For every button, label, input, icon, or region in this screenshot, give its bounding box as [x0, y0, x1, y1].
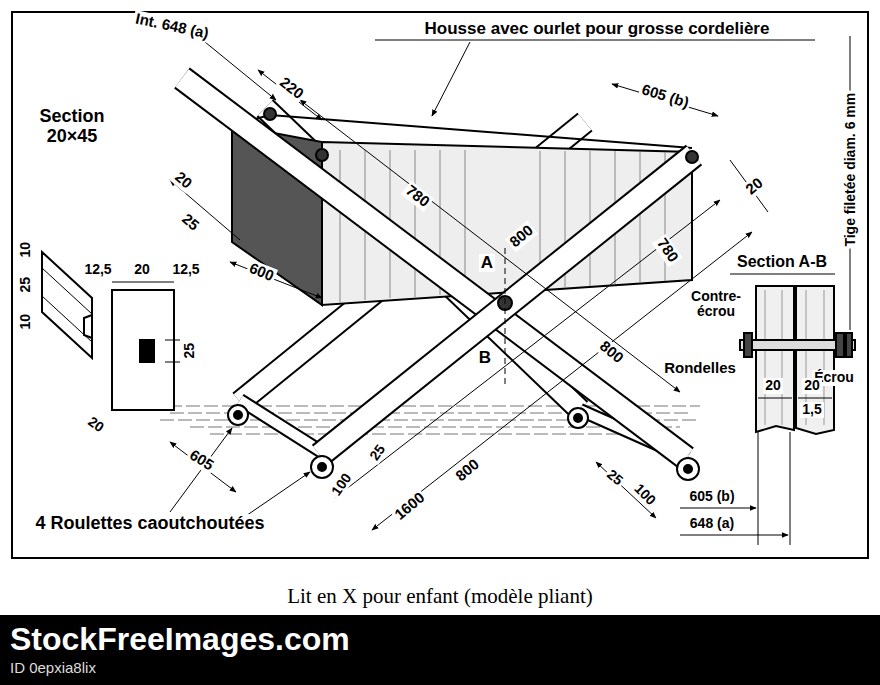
watermark: ID 0epxia8lix	[8, 660, 98, 677]
dimension-label: 648 (a)	[688, 516, 736, 531]
dimension-label: Housse avec ourlet pour grosse cordelièr…	[423, 20, 772, 39]
dimension-label: Tige filetée diam. 6 mm	[843, 91, 858, 249]
dimension-label: 20	[802, 378, 822, 393]
dimension-label: 20	[763, 378, 783, 393]
dimension-label: 20	[132, 262, 152, 277]
dimension-label: 4 Roulettes caoutchoutées	[33, 514, 266, 534]
dimension-label: A	[479, 254, 495, 273]
profile-detail	[42, 252, 180, 410]
dimension-label: 25	[18, 275, 33, 295]
dimension-label: Contre-écrou	[680, 289, 752, 320]
dimension-label: 12,5	[82, 262, 113, 277]
bolts-and-wheels	[228, 108, 699, 480]
watermark-bar	[0, 615, 880, 685]
dimension-label: B	[477, 349, 493, 368]
dimension-label: Section 20×45	[28, 107, 116, 147]
dimension-lines	[170, 40, 815, 545]
section-ab-detail	[730, 36, 855, 434]
dimension-label: 1,5	[800, 402, 823, 417]
watermark: StockFreeImages.com	[8, 622, 352, 657]
dimension-label: Rondelles	[662, 360, 738, 377]
dimension-label: 12,5	[170, 262, 201, 277]
frame	[12, 12, 868, 558]
front-legs	[182, 78, 694, 458]
dimension-label: 10	[18, 312, 33, 332]
dimension-label: 10	[18, 240, 33, 260]
dimension-label: 25	[182, 341, 197, 361]
dimension-label: 605 (b)	[687, 489, 736, 504]
caption: Lit en X pour enfant (modèle pliant)	[0, 584, 880, 609]
dimension-label: Section A-B	[735, 253, 829, 271]
